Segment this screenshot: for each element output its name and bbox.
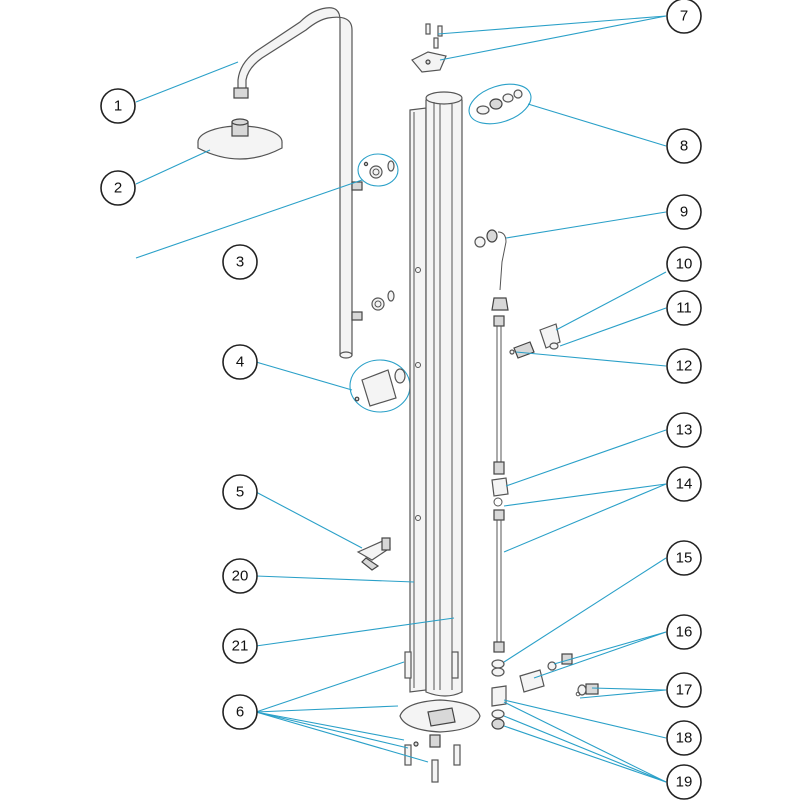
part-13-connector <box>491 315 509 507</box>
part-18-19-lower-fittings <box>491 685 507 730</box>
callout-6-label: 6 <box>236 704 244 721</box>
callout-20: 20 <box>222 558 258 594</box>
callout-16-label: 16 <box>676 624 693 641</box>
callout-12-label: 12 <box>676 358 693 375</box>
callout-15: 15 <box>666 540 702 576</box>
callout-2: 2 <box>100 170 136 206</box>
callout-4: 4 <box>222 344 258 380</box>
callout-3-label: 3 <box>236 254 244 271</box>
callout-10: 10 <box>666 246 702 282</box>
callout-8-label: 8 <box>680 138 688 155</box>
callout-11-label: 11 <box>676 300 692 317</box>
part-14-rigid-pipe <box>493 509 505 653</box>
callout-1: 1 <box>100 88 136 124</box>
part-17-nozzle <box>575 683 599 697</box>
callout-21-label: 21 <box>232 638 249 655</box>
part-8-union-fittings <box>468 83 532 125</box>
callout-19: 19 <box>666 764 702 800</box>
callout-3: 3 <box>222 244 258 280</box>
callout-13: 13 <box>666 412 702 448</box>
callout-14-label: 14 <box>676 476 693 493</box>
part-2-shower-head <box>197 118 283 160</box>
callout-7-label: 7 <box>680 8 688 25</box>
part-6-base-and-bolts <box>399 651 481 783</box>
callout-18: 18 <box>666 720 702 756</box>
part-3-fittings <box>357 153 399 311</box>
part-9-flexible-pipe <box>474 229 509 311</box>
part-7-top-cap <box>411 23 447 73</box>
callout-17-label: 17 <box>676 682 693 699</box>
callout-4-label: 4 <box>236 354 244 371</box>
leader-lines <box>135 15 667 783</box>
part-21-inner-column <box>425 91 463 697</box>
part-4-valve-handle <box>349 359 411 413</box>
callout-15-label: 15 <box>676 550 693 567</box>
callout-19-label: 19 <box>676 774 693 791</box>
callout-7: 7 <box>666 0 702 34</box>
callout-21: 21 <box>222 628 258 664</box>
callout-12: 12 <box>666 348 702 384</box>
callout-16: 16 <box>666 614 702 650</box>
callout-5-label: 5 <box>236 484 244 501</box>
callout-10-label: 10 <box>676 256 693 273</box>
callout-9-label: 9 <box>680 204 688 221</box>
callout-2-label: 2 <box>114 180 122 197</box>
part-20-column-profile <box>409 107 427 693</box>
part-10-12-tee-fitting <box>509 323 561 359</box>
callout-18-label: 18 <box>676 730 693 747</box>
callout-1-label: 1 <box>114 98 122 115</box>
part-1-shower-arm <box>233 7 363 359</box>
callout-9: 9 <box>666 194 702 230</box>
callout-14: 14 <box>666 466 702 502</box>
part-15-16-valve <box>491 653 573 693</box>
callout-8: 8 <box>666 128 702 164</box>
callout-20-label: 20 <box>232 568 249 585</box>
part-5-lever <box>356 537 391 571</box>
callout-13-label: 13 <box>676 422 693 439</box>
callout-5: 5 <box>222 474 258 510</box>
callout-11: 11 <box>666 290 702 326</box>
callout-17: 17 <box>666 672 702 708</box>
callout-6: 6 <box>222 694 258 730</box>
